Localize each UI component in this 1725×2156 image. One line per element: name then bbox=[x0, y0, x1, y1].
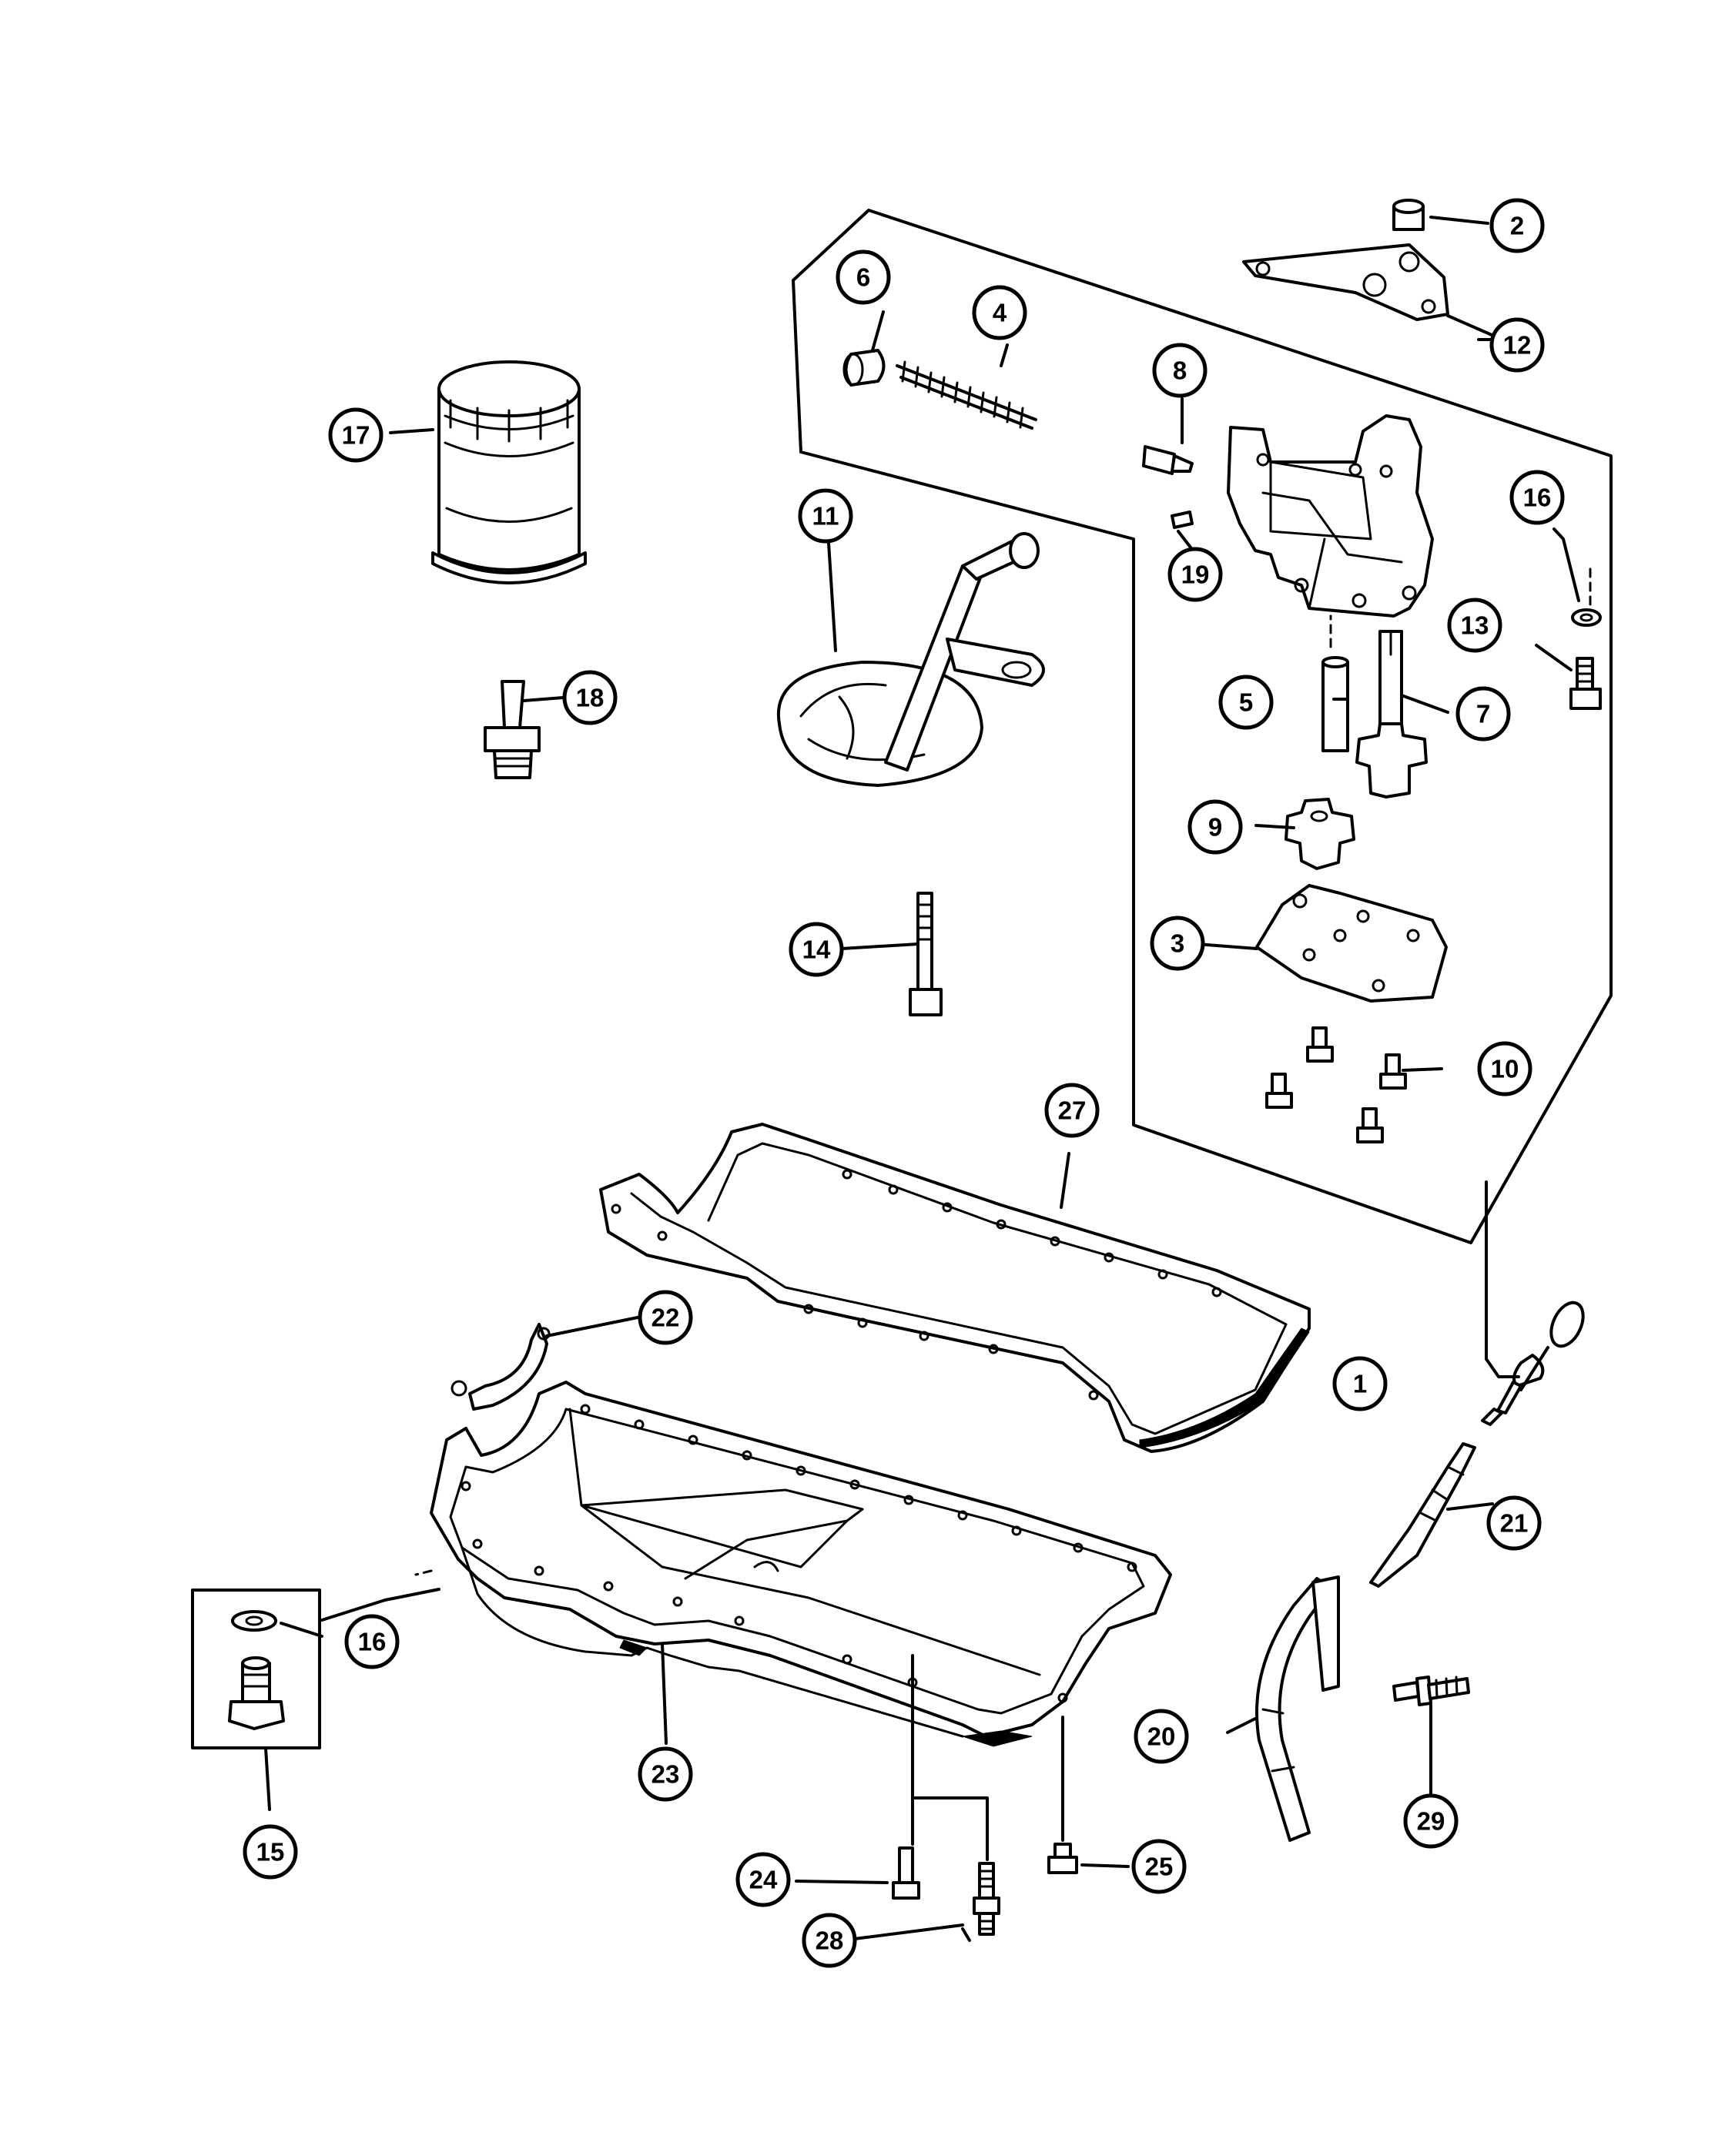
callout-7: 7 bbox=[1455, 686, 1511, 742]
oil-pump-body bbox=[1227, 414, 1434, 618]
callout-28: 28 bbox=[802, 1913, 857, 1968]
callout-8-label: 8 bbox=[1173, 357, 1187, 385]
callout-22: 22 bbox=[638, 1290, 693, 1345]
pickup-tube-bolt bbox=[909, 892, 943, 1016]
callout-23: 23 bbox=[638, 1746, 693, 1802]
oil-pan bbox=[430, 1381, 1172, 1747]
callout-16-washer-pump: 16 bbox=[1509, 470, 1565, 525]
oil-dipstick bbox=[1369, 1301, 1585, 1588]
callout-16-washer-pan: 16 bbox=[344, 1614, 400, 1669]
callout-14: 14 bbox=[789, 922, 844, 977]
callout-20: 20 bbox=[1134, 1709, 1189, 1764]
idler-gear bbox=[1285, 798, 1355, 870]
callout-15: 15 bbox=[243, 1824, 298, 1880]
callout-6-label: 6 bbox=[856, 263, 870, 292]
oil-pan-front-seal bbox=[451, 1323, 551, 1411]
callout-3-label: 3 bbox=[1171, 929, 1184, 958]
callout-3: 3 bbox=[1150, 916, 1205, 971]
callout-27: 27 bbox=[1044, 1083, 1100, 1138]
callout-12-label: 12 bbox=[1503, 331, 1532, 360]
callout-1-label: 1 bbox=[1353, 1370, 1367, 1398]
callout-18-label: 18 bbox=[576, 684, 605, 712]
oil-pan-nut bbox=[1047, 1843, 1078, 1874]
callout-15-label: 15 bbox=[256, 1838, 285, 1866]
oil-pan-gasket bbox=[599, 1123, 1311, 1453]
callout-2-label: 2 bbox=[1510, 212, 1524, 240]
callout-11-label: 11 bbox=[812, 502, 839, 531]
relief-valve-spring bbox=[896, 360, 1037, 430]
callout-29: 29 bbox=[1403, 1793, 1459, 1849]
callout-25: 25 bbox=[1131, 1839, 1187, 1894]
drive-shaft-and-gear bbox=[1355, 630, 1428, 798]
callout-7-label: 7 bbox=[1476, 700, 1490, 728]
callout-24: 24 bbox=[735, 1852, 791, 1907]
callout-27-label: 27 bbox=[1058, 1096, 1087, 1125]
pump-cover-bolts bbox=[1265, 1026, 1407, 1143]
callout-23-label: 23 bbox=[651, 1760, 680, 1789]
dipstick-tube bbox=[1255, 1575, 1340, 1842]
oil-pressure-sender bbox=[484, 680, 541, 779]
callout-24-label: 24 bbox=[749, 1866, 778, 1894]
callout-13: 13 bbox=[1447, 598, 1502, 653]
callout-11: 11 bbox=[798, 488, 853, 544]
callout-4-label: 4 bbox=[993, 299, 1007, 327]
tube-mounting-stud bbox=[1392, 1676, 1470, 1706]
callout-20-label: 20 bbox=[1147, 1722, 1176, 1751]
lock-washer-upper bbox=[1571, 608, 1602, 627]
callout-16-label-pump: 16 bbox=[1523, 484, 1552, 512]
callout-17: 17 bbox=[328, 407, 384, 463]
callout-28-label: 28 bbox=[816, 1927, 844, 1955]
relief-valve-plunger bbox=[1142, 445, 1194, 475]
callout-4: 4 bbox=[972, 285, 1027, 340]
pump-nut bbox=[1392, 199, 1425, 231]
callout-9-label: 9 bbox=[1208, 813, 1222, 842]
callout-5: 5 bbox=[1218, 675, 1274, 730]
callout-10-label: 10 bbox=[1491, 1055, 1519, 1083]
callout-9: 9 bbox=[1187, 799, 1243, 855]
pump-bolt bbox=[1569, 657, 1602, 710]
callout-1: 1 bbox=[1332, 1356, 1388, 1411]
callout-21: 21 bbox=[1486, 1495, 1542, 1551]
pump-plate-gasket bbox=[1242, 243, 1449, 321]
callout-29-label: 29 bbox=[1417, 1807, 1445, 1836]
callout-21-label: 21 bbox=[1500, 1509, 1529, 1538]
callout-19-label: 19 bbox=[1181, 561, 1210, 589]
callout-13-label: 13 bbox=[1461, 611, 1489, 640]
callout-25-label: 25 bbox=[1145, 1853, 1174, 1881]
relief-valve-cap bbox=[842, 349, 886, 387]
oil-pump-group-outline bbox=[792, 209, 1613, 1244]
callout-19: 19 bbox=[1167, 547, 1223, 602]
callout-14-label: 14 bbox=[802, 936, 831, 964]
callout-16-label-pan: 16 bbox=[358, 1628, 387, 1656]
oil-pan-bolt bbox=[892, 1846, 920, 1900]
pump-cover bbox=[1255, 884, 1448, 1003]
callout-22-label: 22 bbox=[651, 1304, 680, 1332]
callout-5-label: 5 bbox=[1239, 688, 1253, 717]
callout-6: 6 bbox=[836, 249, 891, 305]
oil-pan-stud bbox=[973, 1862, 1000, 1936]
drain-plug-assembly-box bbox=[191, 1589, 321, 1749]
oil-pickup-tube-and-screen bbox=[776, 532, 1045, 787]
callout-8: 8 bbox=[1152, 343, 1208, 398]
callout-10: 10 bbox=[1477, 1041, 1532, 1096]
oil-filter bbox=[431, 360, 587, 584]
retaining-pin bbox=[1171, 511, 1194, 529]
callout-2: 2 bbox=[1489, 198, 1545, 253]
callout-18: 18 bbox=[562, 670, 618, 725]
idler-shaft bbox=[1321, 656, 1349, 752]
callout-12: 12 bbox=[1489, 317, 1545, 373]
callout-17-label: 17 bbox=[342, 421, 370, 450]
